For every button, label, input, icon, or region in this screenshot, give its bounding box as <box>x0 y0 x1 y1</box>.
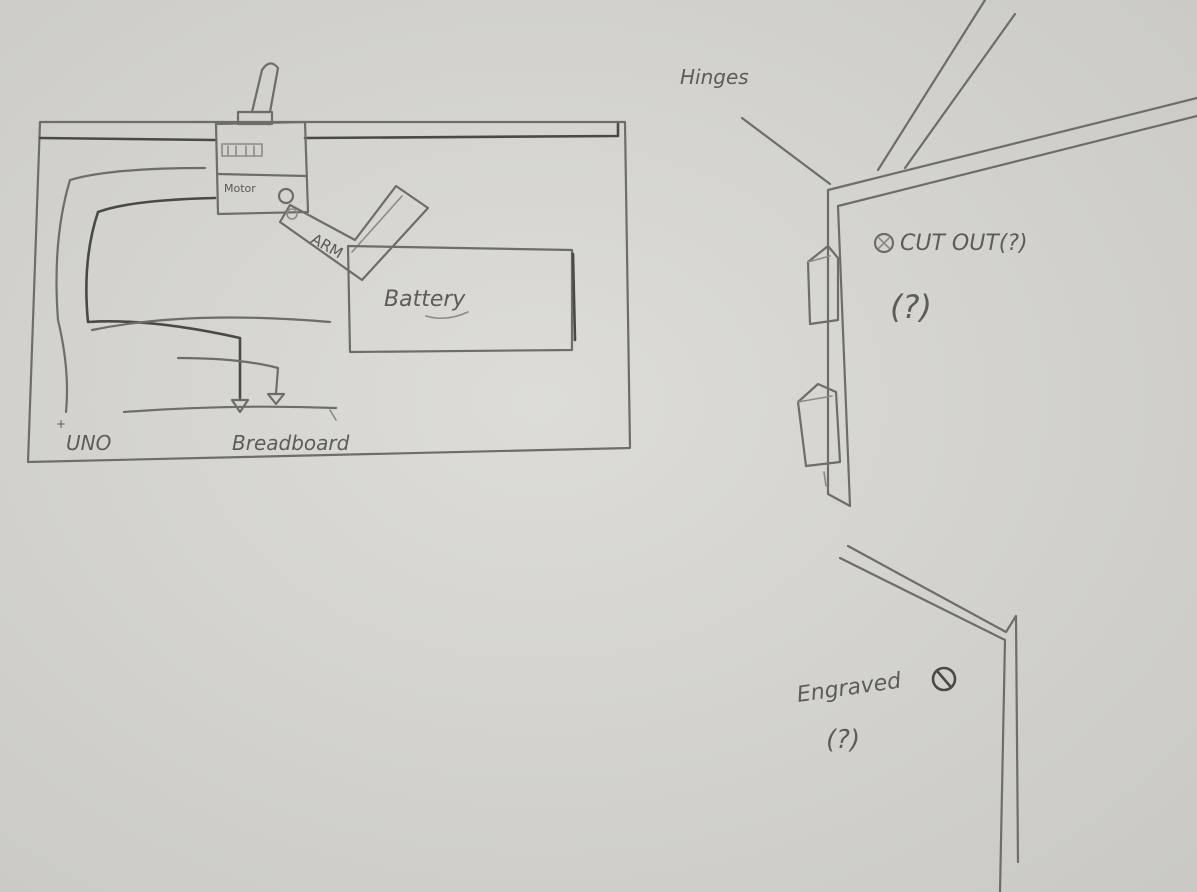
motor-label: Motor <box>224 182 256 195</box>
cut-out-label: CUT OUT(?) <box>900 231 1028 256</box>
breadboard-label: Breadboard <box>232 431 350 455</box>
cut-out-question: (?) <box>890 288 932 326</box>
hinges-label: Hinges <box>680 65 749 89</box>
battery-label: Battery <box>384 287 466 312</box>
engraved-question: (?) <box>826 725 860 755</box>
uno-label: UNO <box>66 431 111 455</box>
uno-plus-mark: + <box>56 417 66 431</box>
